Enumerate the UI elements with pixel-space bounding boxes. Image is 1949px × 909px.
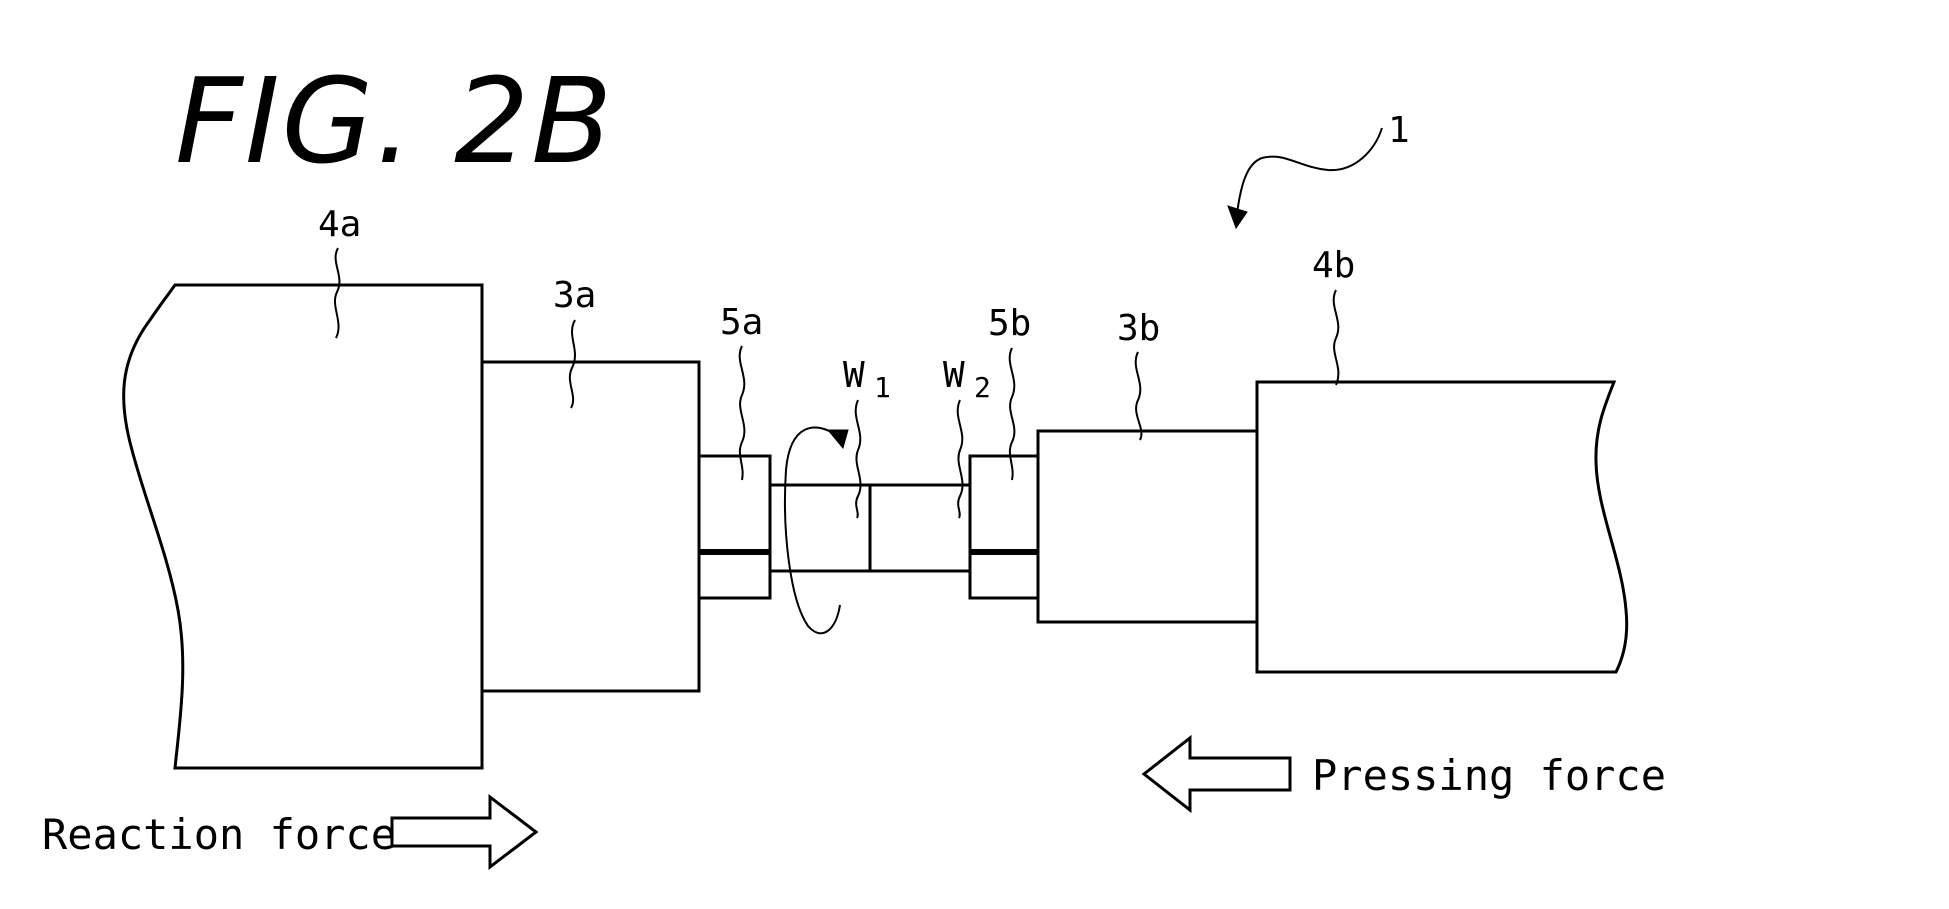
- leader-5a: [740, 346, 745, 480]
- reaction-force-label: Reaction force: [42, 810, 396, 859]
- pressing-force-arrow: [1144, 738, 1290, 810]
- leader-w1: [856, 400, 861, 518]
- leader-3a: [570, 320, 575, 408]
- block-5b: [970, 456, 1038, 598]
- label-5b: 5b: [988, 303, 1031, 344]
- leader-4b: [1334, 290, 1339, 385]
- label-4b: 4b: [1312, 245, 1355, 286]
- label-w1-sub: 1: [874, 371, 891, 404]
- rotation-arrow: [785, 427, 840, 633]
- block-5a: [699, 456, 770, 598]
- label-4a: 4a: [318, 204, 361, 245]
- leader-4a: [335, 248, 339, 338]
- pressing-force-label: Pressing force: [1312, 751, 1666, 800]
- figure-title: FIG. 2B: [175, 52, 614, 190]
- rotation-arrowhead: [828, 430, 848, 448]
- label-w2-sub: 2: [974, 371, 991, 404]
- block-3a: [482, 362, 699, 691]
- assembly-leader-arrowhead: [1228, 206, 1247, 228]
- label-5a: 5a: [720, 302, 763, 343]
- label-3b: 3b: [1117, 308, 1160, 349]
- block-4a: [124, 285, 482, 768]
- label-w1-letter: W: [843, 355, 865, 396]
- assembly-leader-line: [1236, 128, 1382, 222]
- label-w2-letter: W: [943, 355, 965, 396]
- label-3a: 3a: [553, 275, 596, 316]
- leader-w2: [958, 400, 963, 518]
- block-3b: [1038, 431, 1257, 622]
- workpiece-w2: [870, 485, 970, 571]
- block-4b: [1257, 382, 1627, 672]
- leader-3b: [1136, 352, 1142, 440]
- reaction-force-arrow: [392, 797, 536, 867]
- leader-5b: [1010, 348, 1015, 480]
- label-assembly-1: 1: [1388, 110, 1410, 151]
